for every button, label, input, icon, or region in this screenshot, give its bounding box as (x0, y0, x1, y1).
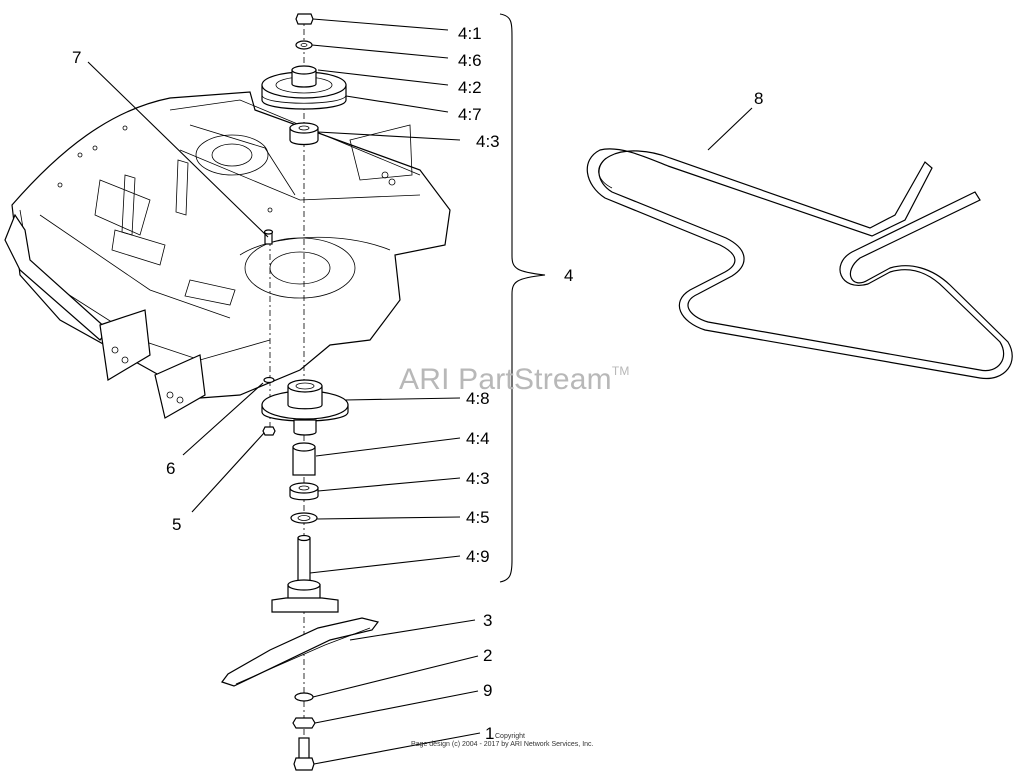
callout-4-3-upper: 4:3 (476, 132, 500, 151)
callout-4-5: 4:5 (466, 508, 490, 527)
shaft-4-9 (271, 534, 339, 613)
spindle-assembly (221, 13, 380, 771)
bearing-4-3-upper (289, 122, 319, 146)
callout-6: 6 (166, 459, 175, 478)
pulley-4-7 (261, 65, 347, 110)
screw-7 (263, 229, 274, 245)
watermark: ARI PartStreamTM (399, 363, 630, 397)
callout-4-9: 4:9 (466, 547, 490, 566)
callout-4-2: 4:2 (458, 78, 482, 97)
callout-4: 4 (564, 266, 573, 285)
copyright-line-2: Page design (c) 2004 - 2017 by ARI Netwo… (411, 741, 594, 748)
drive-belt (586, 148, 1013, 380)
mower-deck (4, 91, 451, 419)
callout-4-3-lower: 4:3 (466, 469, 490, 488)
callout-labels: 4:1 4:6 4:2 4:7 4:3 4 4:8 4:4 4:3 4:5 4:… (72, 24, 763, 743)
washer-9 (292, 717, 316, 729)
spacer-4-4 (292, 442, 316, 476)
copyright-line-1: Copyright (495, 733, 525, 740)
callout-9: 9 (483, 681, 492, 700)
washer-4-6 (295, 40, 313, 50)
seal-4-5 (290, 512, 318, 524)
callout-4-7: 4:7 (458, 105, 482, 124)
callout-3: 3 (483, 611, 492, 630)
callout-2: 2 (483, 646, 492, 665)
copyright-notice: Copyright Page design (c) 2004 - 2017 by… (411, 733, 593, 749)
callout-7: 7 (72, 48, 81, 67)
nut-4-1 (295, 13, 314, 25)
washer-6 (263, 376, 275, 384)
callout-4-8: 4:8 (466, 389, 490, 408)
watermark-trademark: TM (611, 364, 630, 378)
nut-5 (262, 426, 276, 436)
bolt-1 (293, 737, 315, 771)
callout-5: 5 (172, 515, 181, 534)
callout-4-6: 4:6 (458, 51, 482, 70)
washer-2 (294, 692, 314, 702)
blade-3 (221, 617, 380, 687)
callout-8: 8 (754, 89, 763, 108)
callout-4-1: 4:1 (458, 24, 482, 43)
callout-4-4: 4:4 (466, 429, 490, 448)
housing-4-8 (261, 379, 349, 436)
leader-lines (87, 13, 753, 765)
callout-1: 1 (485, 724, 494, 743)
bearing-4-3-lower (289, 482, 319, 501)
watermark-text: ARI PartStream (399, 363, 612, 396)
